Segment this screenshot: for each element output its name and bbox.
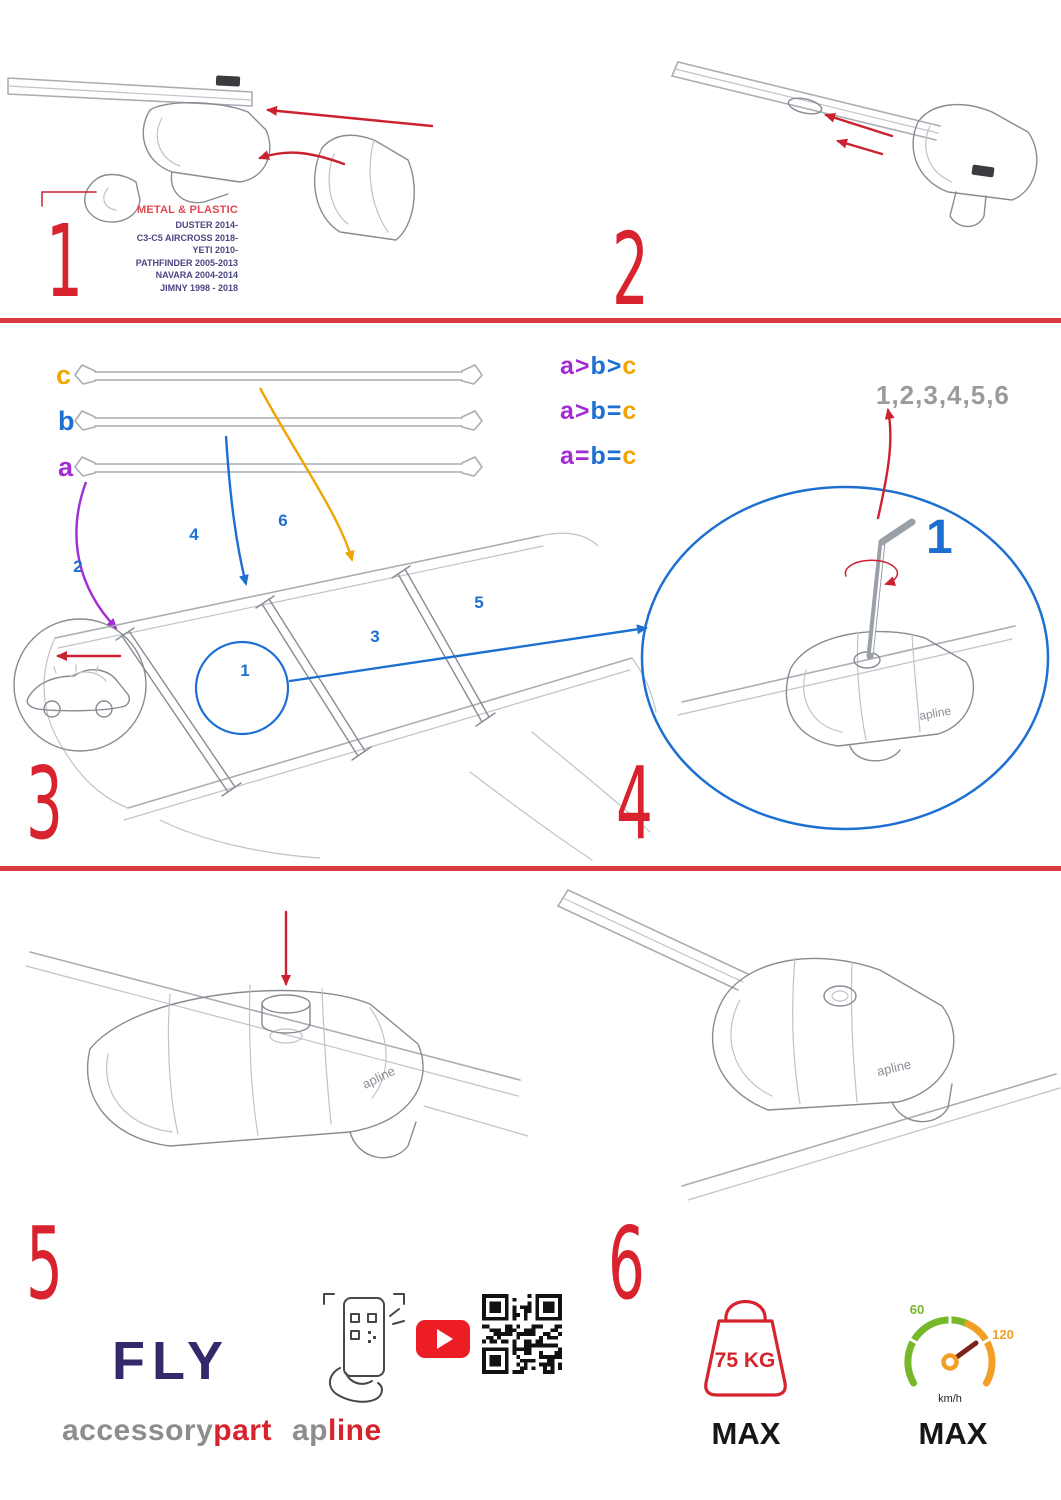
speed-start-label: 60 [910, 1302, 924, 1317]
step4-illustration: apline [640, 408, 1050, 831]
wordmark-part-red: part [213, 1414, 272, 1447]
step-4-number: 4 [616, 745, 653, 862]
crossbar-slot-view [671, 61, 1038, 228]
wordmark-part-gray: ap [291, 1414, 328, 1447]
svg-text:3: 3 [370, 627, 379, 646]
cmp-token: > [574, 397, 591, 425]
car-roof-top-view [43, 532, 657, 861]
brand-wordmarks: accessorypart apline [62, 1414, 382, 1448]
accessorypart-wordmark: accessorypart [62, 1414, 272, 1448]
wordmark-part-gray: accessory [62, 1414, 214, 1447]
svg-text:6: 6 [278, 511, 287, 530]
step-5-number: 5 [26, 1205, 63, 1322]
cmp-token: b [590, 442, 607, 470]
vehicle-item: JIMNY 1998 - 2018 [160, 282, 238, 293]
bar-length-rule-3: a=b=c [560, 442, 637, 471]
cmp-token: c [622, 352, 638, 380]
step1-illustration [7, 75, 434, 241]
gauge-hub [941, 1353, 959, 1371]
tightening-order-first: 1 [926, 511, 953, 564]
step-3-number: 3 [26, 745, 63, 862]
zoom-pointer-arrow [288, 624, 648, 683]
max-load-icon: 75 KG [704, 1299, 787, 1397]
svg-text:1: 1 [240, 661, 249, 680]
vehicle-item: DUSTER 2014- [175, 220, 238, 230]
svg-text:5: 5 [474, 593, 483, 612]
crossbar-a [74, 456, 483, 477]
vehicle-item: YETI 2010- [192, 245, 238, 255]
cmp-token: = [574, 442, 591, 470]
speed-unit-label: km/h [938, 1393, 962, 1405]
allen-key [866, 518, 916, 660]
clamp-brand-label: apline [875, 1057, 912, 1079]
step-2-number: 2 [612, 211, 649, 328]
step6-illustration: apline [557, 889, 1061, 1201]
max-speed-gauge-icon: 60 120 km/h [904, 1302, 1014, 1405]
qr-finder-patterns [482, 1294, 562, 1374]
car-inset-front-direction [13, 618, 147, 752]
step-1-number: 1 [46, 203, 83, 320]
clamp-knob-view: apline [25, 951, 529, 1159]
tightening-knob [261, 994, 311, 1014]
red-turn-arrows [844, 408, 899, 586]
bar-slot-opening [787, 97, 823, 115]
bar-length-rule-2: a>b=c [560, 397, 637, 426]
cmp-token: a [560, 352, 575, 380]
play-icon [437, 1329, 453, 1349]
clamp-tightening-view: apline [677, 518, 1016, 762]
max-load-label: MAX [711, 1416, 781, 1451]
cmp-token: = [606, 442, 623, 470]
speed-end-label: 120 [992, 1327, 1014, 1342]
cmp-token: b [590, 352, 607, 380]
apline-logo-chip [215, 75, 241, 87]
bar-routing-arrows [75, 387, 355, 630]
bar-label-c: c [56, 360, 72, 390]
section-divider [0, 866, 1061, 871]
material-label: METAL & PLASTIC [137, 204, 238, 216]
youtube-icon [416, 1320, 470, 1358]
step2-illustration [671, 61, 1038, 228]
crossbar-end-exploded-view [7, 75, 415, 241]
vehicle-item: C3-C5 AIRCROSS 2018- [136, 232, 238, 243]
vehicle-item: NAVARA 2004-2014 [155, 270, 238, 280]
max-load-value: 75 KG [715, 1349, 776, 1372]
mount-position-numbers: 2 4 6 1 3 5 [73, 511, 483, 680]
fly-logo: FLY [112, 1331, 231, 1391]
red-assembly-arrows [41, 105, 434, 207]
zoom-circle [640, 485, 1050, 831]
section-divider [0, 318, 1061, 323]
bar-label-a: a [58, 452, 74, 482]
svg-text:2: 2 [73, 557, 82, 576]
cmp-token: c [622, 442, 638, 470]
step5-illustration: apline [25, 910, 529, 1159]
cmp-token: a [560, 397, 575, 425]
phone-qr-scan-icon [323, 1293, 405, 1403]
wordmark-part-red: line [328, 1414, 382, 1447]
bar-label-b: b [58, 406, 75, 436]
red-assembly-arrows [824, 112, 894, 156]
bar-length-rule-1: a>b>c [560, 352, 637, 381]
svg-text:4: 4 [189, 525, 199, 544]
cmp-token: > [574, 352, 591, 380]
cmp-token: a [560, 442, 575, 470]
qr-code [482, 1294, 562, 1374]
cmp-token: > [606, 352, 623, 380]
cmp-token: = [606, 397, 623, 425]
crossbar-b [74, 410, 483, 431]
max-speed-label: MAX [918, 1416, 988, 1451]
crossbar-c [74, 364, 483, 385]
tightening-order-sequence: 1,2,3,4,5,6 [876, 380, 1010, 410]
apline-wordmark: apline [292, 1414, 382, 1448]
step-6-number: 6 [608, 1205, 645, 1322]
position-1-highlight-circle [194, 640, 290, 736]
clamp-brand-label: apline [918, 704, 952, 723]
step3-illustration: 2 4 6 1 3 5 [13, 364, 657, 861]
mounted-clamp-view: apline [557, 889, 1061, 1201]
step1-vehicle-list-block: METAL & PLASTIC DUSTER 2014- C3-C5 AIRCR… [70, 204, 238, 294]
cmp-token: b [590, 397, 607, 425]
apline-logo-chip [971, 164, 995, 178]
cmp-token: c [622, 397, 638, 425]
vehicle-item: PATHFINDER 2005-2013 [135, 257, 238, 268]
qr-modules [482, 1294, 562, 1374]
